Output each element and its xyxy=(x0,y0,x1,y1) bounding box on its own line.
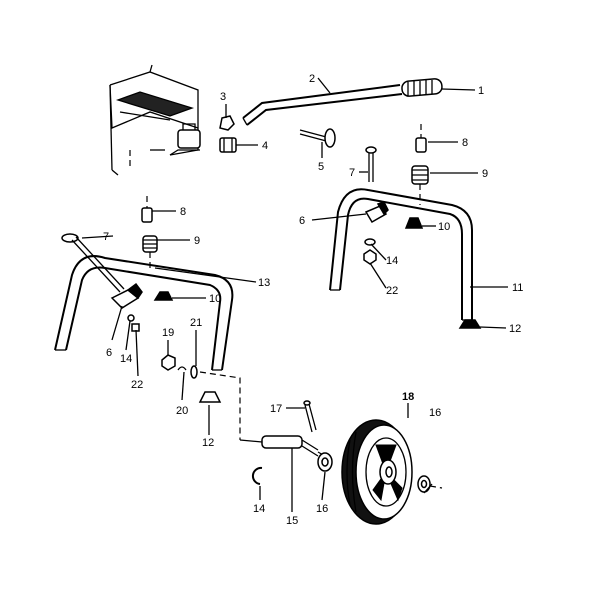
callout-16b: 16 xyxy=(429,407,441,419)
callout-16a: 16 xyxy=(316,503,328,515)
left-frame-13 xyxy=(54,255,234,371)
callout-19: 19 xyxy=(162,327,174,339)
spring-9b xyxy=(411,165,429,205)
cotter-pin-17 xyxy=(303,400,317,433)
nut-19 xyxy=(161,354,176,371)
callout-9a: 9 xyxy=(194,235,200,247)
washer-14a xyxy=(127,314,135,322)
callout-4: 4 xyxy=(262,140,268,152)
bolt-8a xyxy=(141,196,153,223)
callout-14a: 14 xyxy=(120,353,132,365)
callout-17: 17 xyxy=(270,403,282,415)
housing-fragment xyxy=(109,64,201,176)
clamp-block-6b xyxy=(364,201,389,224)
callout-labels: 1 2 3 4 5 6 6 7 7 8 8 9 9 10 10 11 12 12… xyxy=(103,73,523,527)
washer-20 xyxy=(177,366,187,371)
callout-12a: 12 xyxy=(509,323,521,335)
callout-7a: 7 xyxy=(103,231,109,243)
axle-15 xyxy=(239,435,326,457)
callout-20: 20 xyxy=(176,405,188,417)
carriage-bolt-7a xyxy=(61,233,125,293)
nut-3 xyxy=(219,115,235,131)
retaining-ring-14c xyxy=(251,466,263,485)
callout-22a: 22 xyxy=(131,379,143,391)
hand-grip xyxy=(401,78,443,97)
nut-22b xyxy=(363,249,377,265)
washer-14b xyxy=(364,238,376,246)
knob-screw-5 xyxy=(299,128,336,148)
callout-8b: 8 xyxy=(462,137,468,149)
callout-7b: 7 xyxy=(349,167,355,179)
callout-11: 11 xyxy=(512,282,523,294)
carriage-bolt-7b xyxy=(365,146,377,182)
right-frame-11 xyxy=(329,188,473,321)
washer-21 xyxy=(190,365,198,379)
callout-15: 15 xyxy=(286,515,298,527)
callout-2: 2 xyxy=(309,73,315,85)
callout-10b: 10 xyxy=(438,221,450,233)
leader-lines xyxy=(81,77,508,512)
wheel-18 xyxy=(341,419,413,525)
foot-12b xyxy=(198,391,222,403)
handle-bar xyxy=(242,84,403,126)
callout-12b: 12 xyxy=(202,437,214,449)
bracket-4 xyxy=(219,137,237,153)
spring-9a xyxy=(142,235,158,268)
callout-3: 3 xyxy=(220,91,226,103)
washer-16b xyxy=(417,475,431,493)
callout-22b: 22 xyxy=(386,285,398,297)
callout-6a: 6 xyxy=(106,347,112,359)
callout-14c: 14 xyxy=(253,503,265,515)
cap-10a xyxy=(153,291,174,301)
foot-12a xyxy=(458,319,482,329)
callout-14b: 14 xyxy=(386,255,398,267)
callout-5: 5 xyxy=(318,161,324,173)
callout-10a: 10 xyxy=(209,293,221,305)
callout-18: 18 xyxy=(402,391,414,403)
bolt-8b xyxy=(415,124,427,153)
callout-1: 1 xyxy=(478,85,484,97)
clamp-block-6a xyxy=(110,282,143,309)
callout-8a: 8 xyxy=(180,206,186,218)
washer-16a xyxy=(317,452,333,472)
callout-6b: 6 xyxy=(299,215,305,227)
callout-13: 13 xyxy=(258,277,270,289)
cap-10b xyxy=(404,217,424,229)
nut-22a xyxy=(131,323,140,332)
callout-21: 21 xyxy=(190,317,202,329)
callout-9b: 9 xyxy=(482,168,488,180)
